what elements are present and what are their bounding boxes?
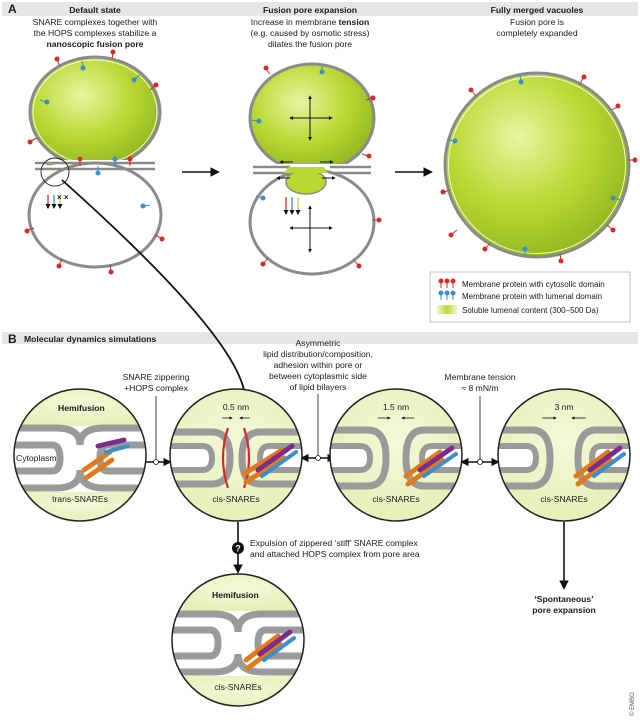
- panel-b-letter: B: [8, 332, 17, 346]
- md-circle-2-size: 0.5 nm: [223, 402, 249, 412]
- default-state-line-1: SNARE complexes together with: [33, 17, 158, 27]
- legend-green-swatch: [437, 305, 457, 314]
- panel-a: A Default state SNARE complexes together…: [2, 2, 638, 323]
- merged-line-2: completely expanded: [496, 28, 577, 38]
- vacuole-pair-default: × ×: [24, 49, 165, 275]
- merged-line-1: Fusion pore is: [510, 17, 564, 27]
- panel-b-header-bar: [2, 332, 638, 344]
- md-circle-5-top: Hemifusion: [212, 590, 259, 600]
- panel-b-title: Molecular dynamics simulations: [24, 334, 157, 344]
- step2-line-1: Asymmetric: [296, 338, 342, 348]
- zoom-curve: [61, 179, 245, 391]
- md-circle-3: 1.5 nm cis-SNAREs: [329, 388, 463, 522]
- md-circle-5: Hemifusion cis-SNAREs: [171, 573, 305, 707]
- md-circle-1-top: Hemifusion: [58, 403, 105, 413]
- panel-b: B Molecular dynamics simulations SNARE z…: [2, 179, 638, 707]
- spontaneous-line-2: pore expansion: [532, 605, 596, 615]
- step3-line-2: ≈ 8 mN/m: [461, 383, 498, 393]
- md-circle-1-bottom: trans-SNAREs: [52, 494, 108, 504]
- svg-text:× ×: × ×: [57, 193, 69, 202]
- copyright: © EMBO: [629, 692, 636, 716]
- spontaneous-line-1: ‘Spontaneous’: [534, 594, 593, 604]
- merged-vacuole: [440, 71, 638, 264]
- step2-line-2: lipid distribution/composition,: [263, 349, 373, 359]
- step3-line-1: Membrane tension: [444, 372, 515, 382]
- expansion-line-2: (e.g. caused by osmotic stress): [251, 28, 370, 38]
- default-state-line-3: nanoscopic fusion pore: [47, 39, 144, 49]
- panel-a-letter: A: [8, 2, 17, 16]
- legend-blue-icon: [438, 290, 456, 300]
- expansion-line-3: dilates the fusion pore: [268, 39, 352, 49]
- legend: Membrane protein with cytosolic domain M…: [429, 271, 631, 323]
- step2-line-3: adhesion within pore or: [274, 360, 363, 370]
- default-proteins: [24, 49, 165, 275]
- legend-label-cytosolic: Membrane protein with cytosolic domain: [462, 280, 605, 289]
- md-circle-2-bottom: cis-SNAREs: [212, 494, 259, 504]
- md-circle-4: 3 nm cis-SNAREs: [497, 388, 631, 522]
- md-circle-1-left: Cytoplasm: [16, 453, 57, 463]
- md-circle-3-size: 1.5 nm: [383, 402, 409, 412]
- vacuole-pair-expansion: [248, 62, 382, 276]
- md-circle-1: Hemifusion Cytoplasm trans-SNAREs: [13, 388, 147, 522]
- step1-line-2: +HOPS complex: [124, 383, 188, 393]
- expulsion-line-2: and attached HOPS complex from pore area: [250, 549, 420, 559]
- step1-line-1: SNARE zippering: [123, 372, 190, 382]
- default-state-line-2: the HOPS complexes stabilize a: [34, 28, 157, 38]
- md-circle-4-size: 3 nm: [554, 402, 573, 412]
- expansion-line-1: Increase in membrane tension: [251, 17, 369, 27]
- step2-line-5: of lipid bilayers: [290, 382, 347, 392]
- md-circle-3-bottom: cis-SNAREs: [372, 494, 419, 504]
- merged-title: Fully merged vacuoles: [491, 5, 584, 15]
- legend-label-lumenal: Membrane protein with lumenal domain: [462, 292, 602, 301]
- legend-label-soluble: Soluble lumenal content (300–500 Da): [462, 306, 599, 315]
- question-badge: [232, 542, 244, 554]
- md-circle-4-bottom: cis-SNAREs: [540, 494, 587, 504]
- expansion-title: Fusion pore expansion: [263, 5, 357, 15]
- default-state-title: Default state: [69, 5, 121, 15]
- legend-red-icon: [438, 278, 456, 288]
- question-mark: ?: [235, 544, 241, 554]
- panel-a-header-bar: [2, 2, 638, 16]
- md-circle-5-bottom: cis-SNAREs: [214, 682, 261, 692]
- expulsion-line-1: Expulsion of zippered ‘stiff’ SNARE comp…: [250, 538, 419, 548]
- md-circle-2: 0.5 nm cis-SNAREs: [169, 388, 303, 522]
- step2-line-4: between cytoplasmic side: [269, 371, 367, 381]
